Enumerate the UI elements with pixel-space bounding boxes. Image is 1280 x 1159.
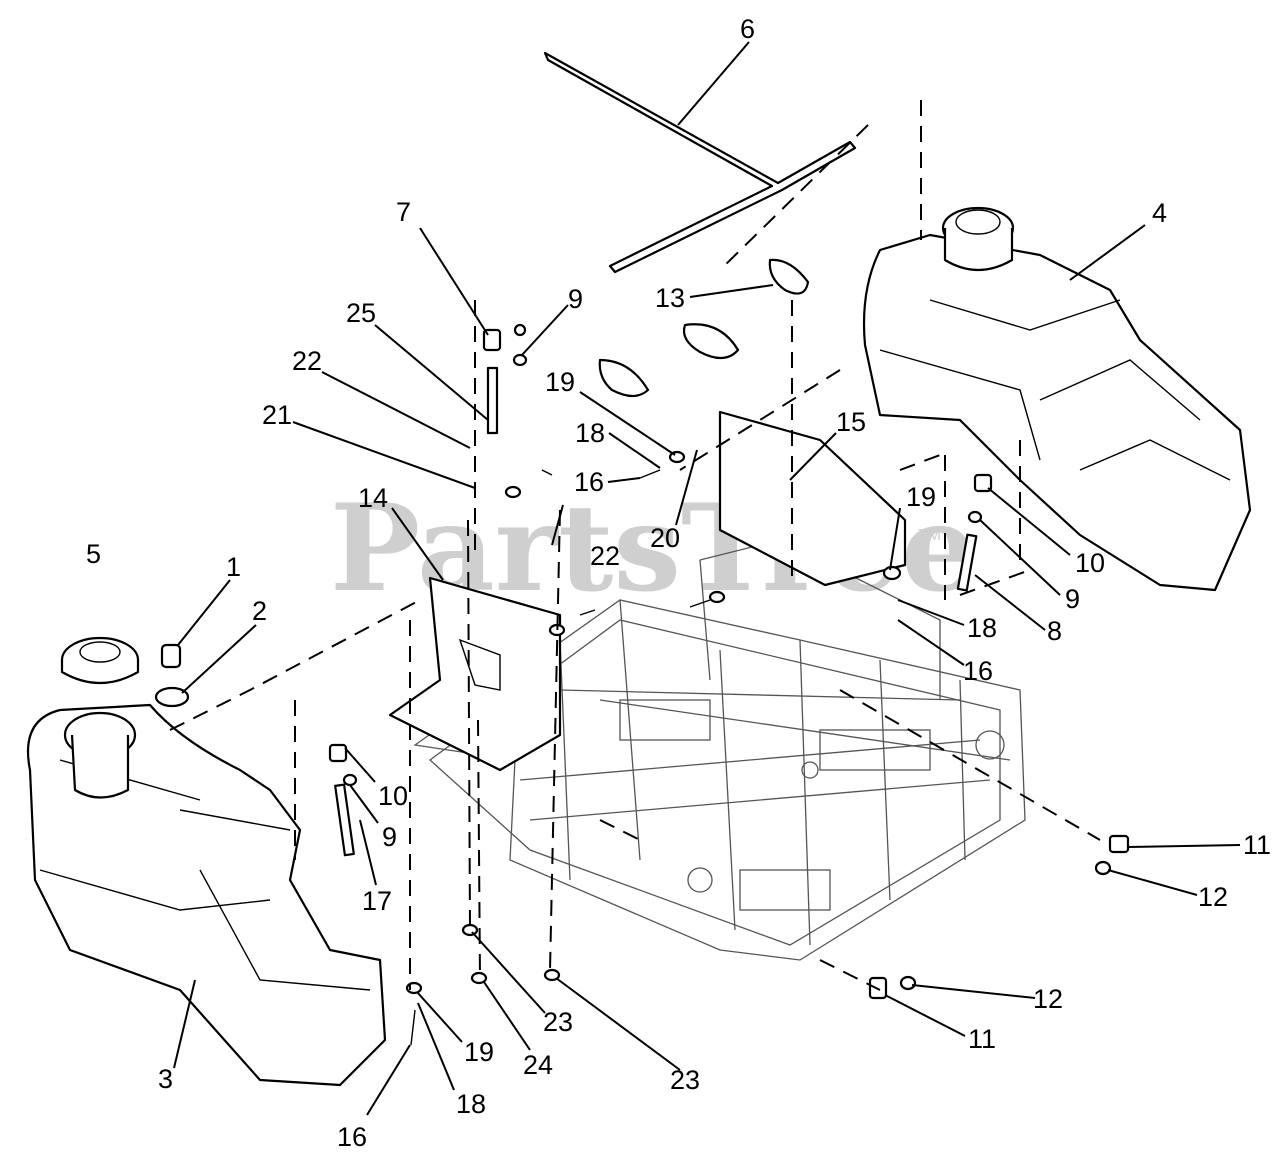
callout-10-right: 10 (1075, 548, 1105, 578)
callout-10-left: 10 (378, 781, 408, 811)
callout-7: 7 (396, 197, 411, 227)
leader-lines (173, 41, 1241, 1116)
callout-23-left: 23 (543, 1007, 573, 1037)
callout-22-mid: 22 (590, 541, 620, 571)
callout-9-top: 9 (568, 284, 583, 314)
callout-18-bottom: 18 (456, 1089, 486, 1119)
callout-13: 13 (655, 283, 685, 313)
callout-9-right: 9 (1065, 584, 1080, 614)
chassis-frame (413, 539, 1026, 961)
bracket-left (388, 576, 562, 772)
left-fuel-tank (26, 703, 387, 1087)
callout-12-bottom: 12 (1033, 984, 1063, 1014)
watermark-tm: TM (918, 527, 941, 544)
callout-24: 24 (523, 1050, 553, 1080)
callout-22-top: 22 (292, 346, 322, 376)
fuel-balance-tube (543, 51, 857, 274)
callout-labels: 6 7 9 25 22 21 13 19 18 16 20 15 4 19 18… (86, 14, 1271, 1152)
callout-5: 5 (86, 539, 101, 569)
callout-2: 2 (252, 596, 267, 626)
hardware-items (328, 323, 1130, 1046)
callout-14: 14 (358, 483, 388, 513)
callout-9-left: 9 (382, 822, 397, 852)
callout-6: 6 (740, 14, 755, 44)
callout-25: 25 (346, 298, 376, 328)
callout-19-right: 19 (906, 482, 936, 512)
callout-16-right: 16 (963, 656, 993, 686)
callout-4: 4 (1152, 198, 1167, 228)
callout-8: 8 (1047, 616, 1062, 646)
callout-15: 15 (836, 407, 866, 437)
fuel-vent-and-grommet (154, 643, 190, 708)
callout-11-right: 11 (1243, 830, 1271, 860)
callout-20: 20 (650, 523, 680, 553)
hose-clamps (598, 258, 810, 398)
bracket-right (718, 410, 907, 587)
callout-17: 17 (362, 886, 392, 916)
assembly-dash-lines (169, 100, 1101, 991)
right-fuel-tank (862, 206, 1252, 592)
callout-23-right: 23 (670, 1065, 700, 1095)
callout-19-bottom: 19 (464, 1037, 494, 1067)
callout-1: 1 (226, 552, 241, 582)
callout-16-bottom: 16 (337, 1122, 367, 1152)
callout-16-mid: 16 (574, 467, 604, 497)
callout-3: 3 (158, 1064, 173, 1094)
callout-11-bottom: 11 (968, 1024, 996, 1054)
callout-18-mid: 18 (575, 418, 605, 448)
callout-19-mid: 19 (545, 367, 575, 397)
callout-18-right: 18 (967, 613, 997, 643)
callout-21: 21 (262, 400, 292, 430)
fuel-cap (60, 636, 140, 685)
callout-12-right: 12 (1198, 882, 1228, 912)
fuel-hoses (334, 366, 978, 857)
